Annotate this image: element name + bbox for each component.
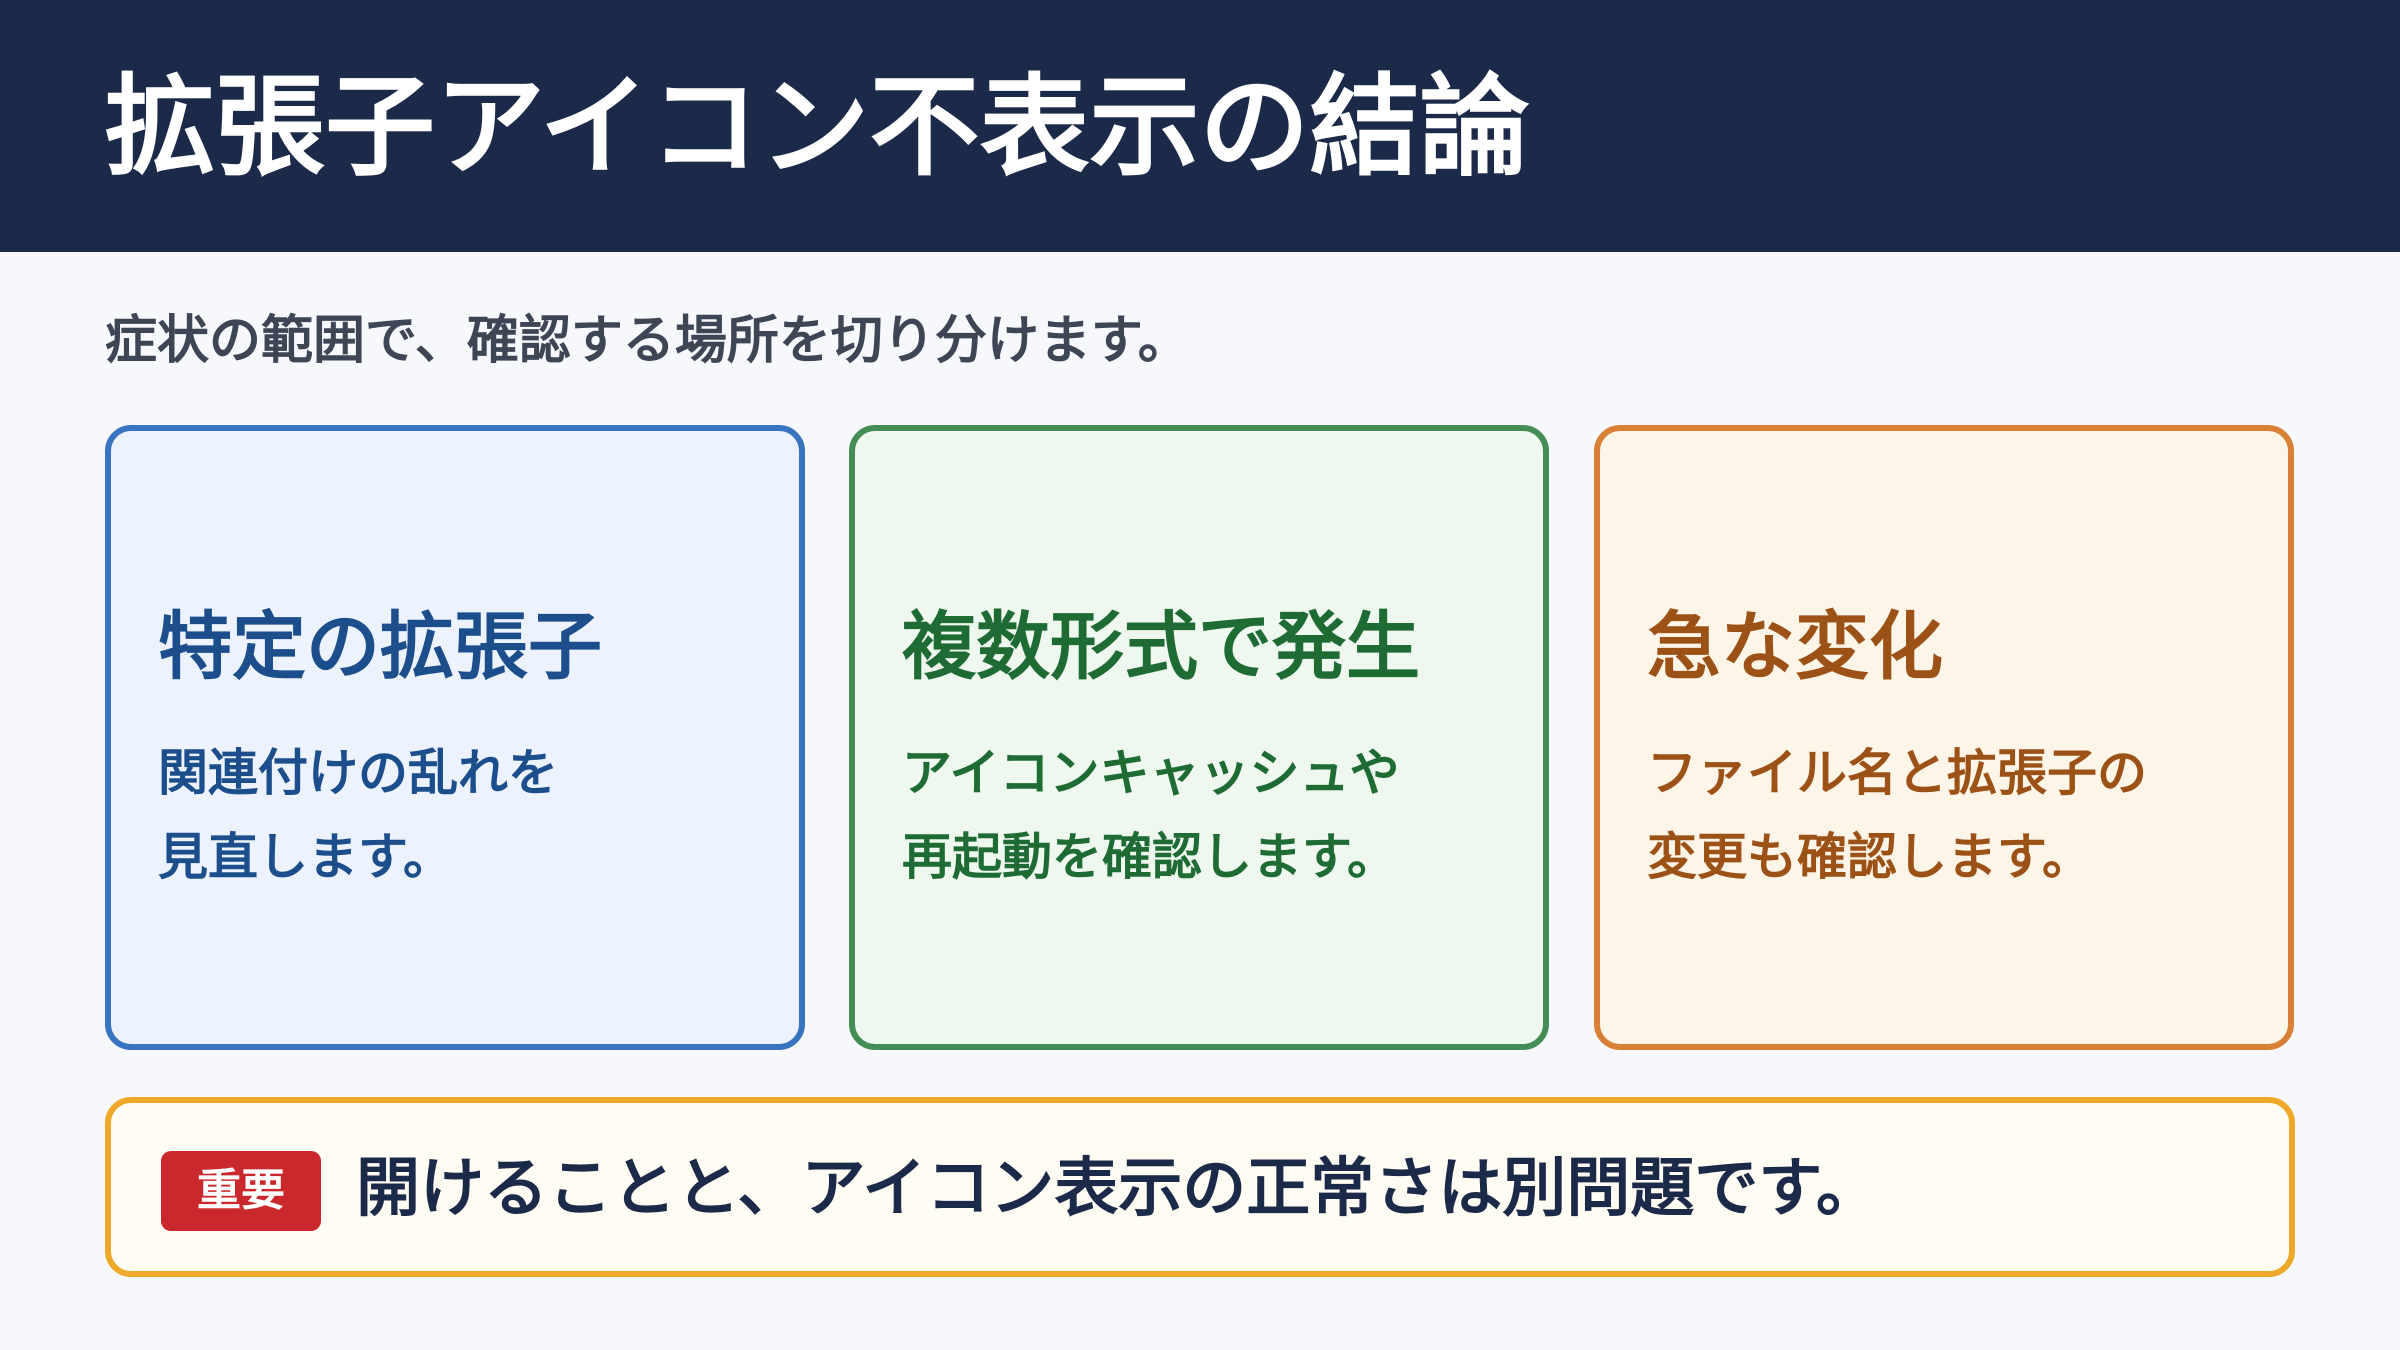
- important-badge: 重要: [161, 1151, 321, 1231]
- card-line: 再起動を確認します。: [902, 828, 1397, 886]
- card-title: 特定の拡張子: [158, 604, 602, 690]
- important-note-text: 開けることと、アイコン表示の正常さは別問題です。: [356, 1152, 1880, 1226]
- card-title: 急な変化: [1647, 604, 1943, 690]
- header-bar: 拡張子アイコン不表示の結論: [0, 0, 2400, 252]
- card-specific-extension: 特定の拡張子 関連付けの乱れを 見直します。: [105, 425, 805, 1050]
- important-note: 重要 開けることと、アイコン表示の正常さは別問題です。: [105, 1097, 2295, 1277]
- card-line: 見直します。: [158, 828, 453, 886]
- page-subtitle: 症状の範囲で、確認する場所を切り分けます。: [105, 311, 1190, 371]
- card-line: アイコンキャッシュや: [902, 744, 1400, 802]
- card-sudden-change: 急な変化 ファイル名と拡張子の 変更も確認します。: [1594, 425, 2294, 1050]
- card-text: アイコンキャッシュや 再起動を確認します。: [902, 731, 1512, 899]
- card-line: 関連付けの乱れを: [158, 744, 558, 802]
- page-title: 拡張子アイコン不表示の結論: [105, 63, 1530, 191]
- card-text: ファイル名と拡張子の 変更も確認します。: [1647, 731, 2257, 899]
- card-multiple-formats: 複数形式で発生 アイコンキャッシュや 再起動を確認します。: [849, 425, 1549, 1050]
- card-line: ファイル名と拡張子の: [1647, 744, 2147, 802]
- card-text: 関連付けの乱れを 見直します。: [158, 731, 768, 899]
- card-title: 複数形式で発生: [902, 604, 1420, 690]
- card-line: 変更も確認します。: [1647, 828, 2092, 886]
